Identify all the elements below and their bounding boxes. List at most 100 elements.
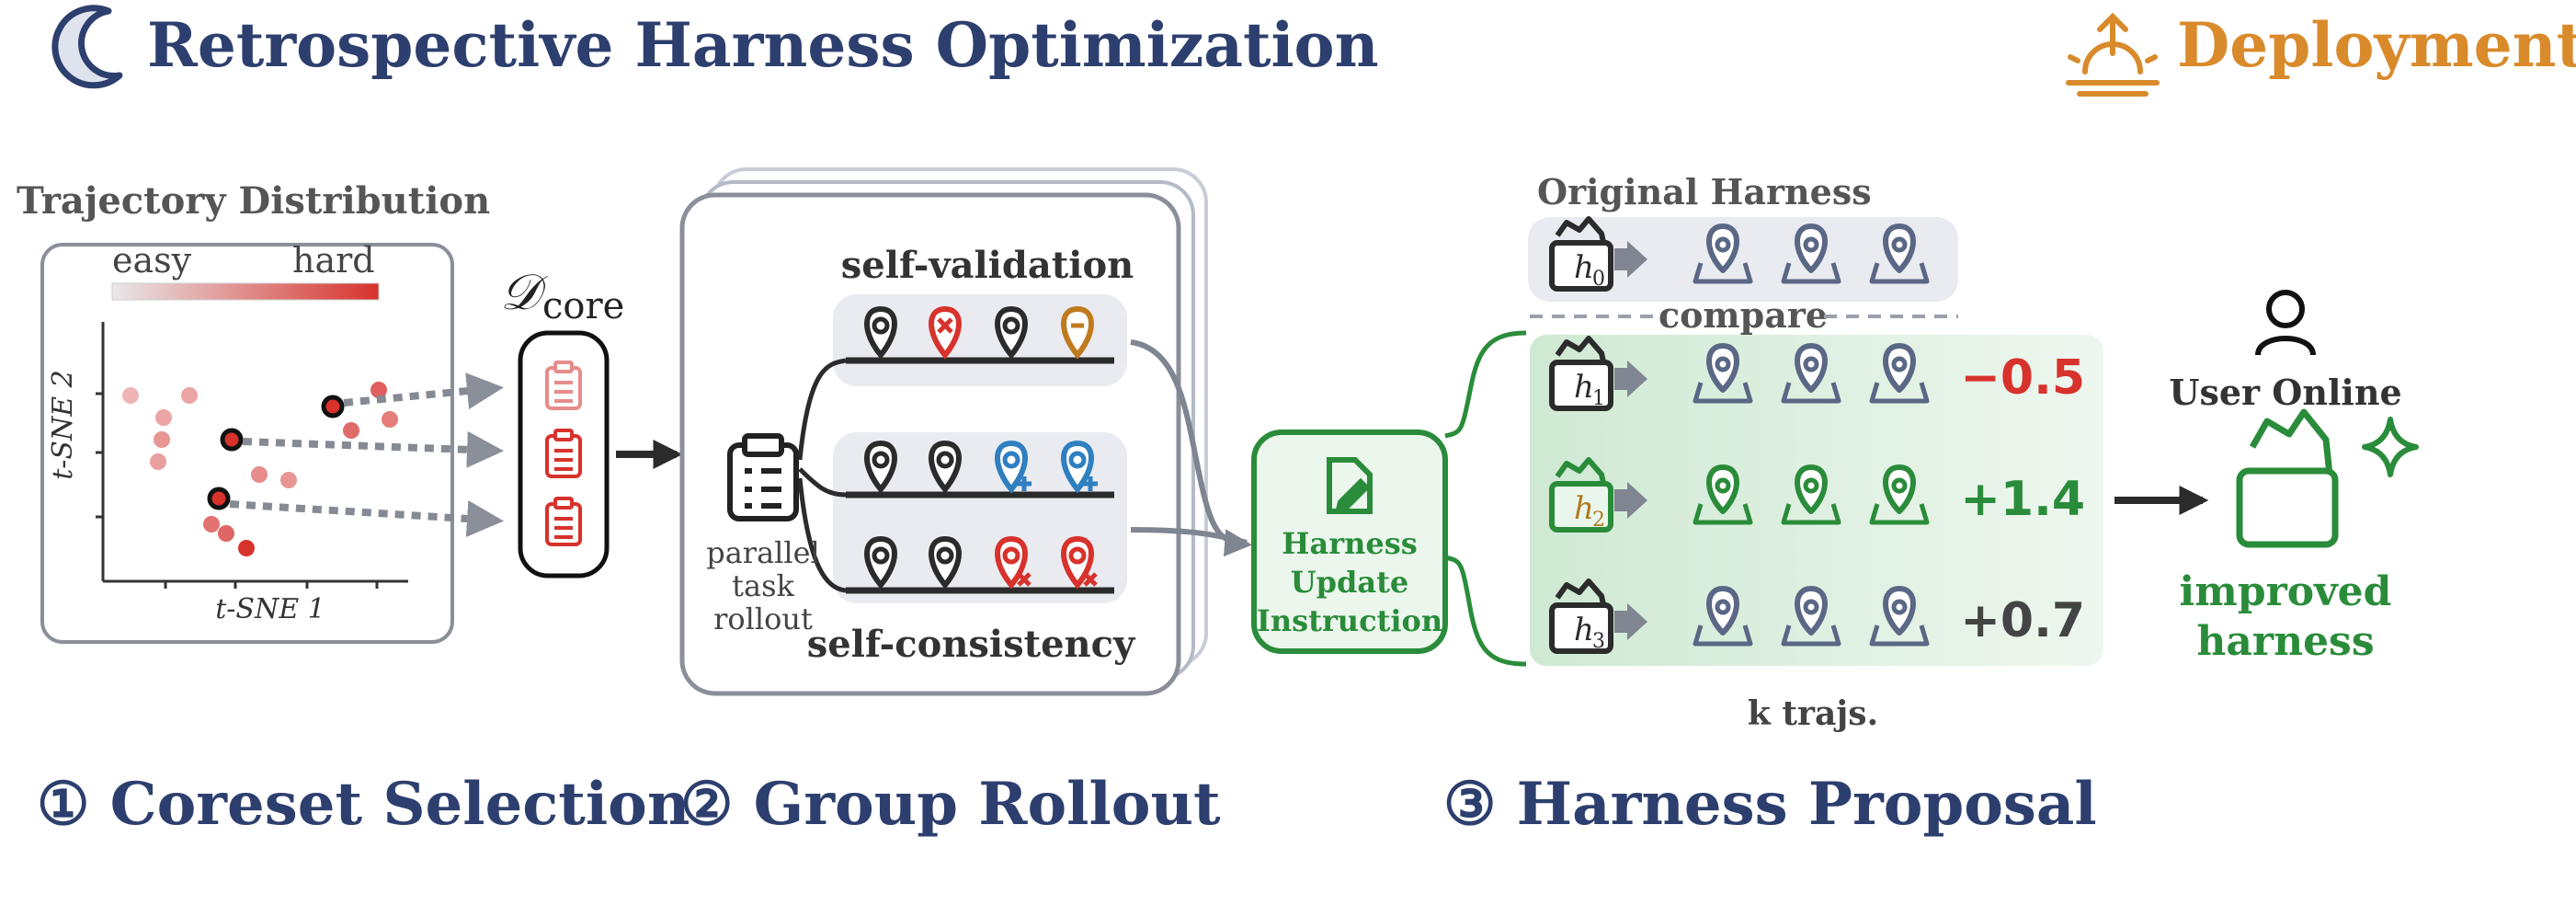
harness-subscript: 1 [1592, 387, 1605, 410]
selected-point [321, 395, 345, 418]
scatter-point [154, 431, 170, 448]
arrow-icon [1614, 361, 1647, 397]
harness-score: −0.5 [1960, 350, 2085, 406]
scatter-points [122, 382, 398, 556]
step-2-label: ② Group Rollout [680, 770, 1221, 839]
harness-basket-icon [1549, 457, 1613, 533]
step-3-label: ③ Harness Proposal [1443, 770, 2097, 839]
scatter-axes [96, 322, 408, 589]
y-axis-label: t-SNE 2 [47, 370, 79, 480]
step-1-label: ① Coreset Selection [37, 770, 690, 839]
map-pin-icon [1781, 343, 1841, 404]
scatter-point [382, 411, 398, 428]
harness-basket-icon [1549, 216, 1613, 292]
consistency-group [833, 432, 1127, 603]
improved-line-1: improved [2180, 568, 2392, 615]
improved-harness-icon [2236, 408, 2339, 548]
arrow-icon [1614, 241, 1647, 278]
add-pin-icon [1061, 440, 1098, 494]
scatter-point [343, 422, 359, 439]
sparkle-icon [2362, 417, 2419, 477]
rollout-to-update-arrows [1130, 339, 1252, 557]
deployment-title: Deployment [2177, 9, 2576, 81]
harness-row: h1−0.5 [1549, 336, 2085, 411]
map-pin-icon [1869, 586, 1930, 647]
update-line-3: Instruction [1257, 603, 1442, 638]
location-pin-icon [929, 535, 962, 590]
scatter-point [218, 525, 234, 542]
scatter-point [155, 409, 172, 426]
harness-basket-icon [1549, 336, 1613, 411]
map-pin-icon [1869, 343, 1930, 404]
task-label-line-2: task [732, 568, 794, 603]
x-axis-label: t-SNE 1 [215, 593, 325, 625]
remove-pin-icon [995, 535, 1032, 590]
harness-score: +1.4 [1960, 472, 2085, 527]
scatter-point [150, 453, 166, 470]
update-line-2: Update [1291, 565, 1409, 600]
self-consistency-label: self-consistency [807, 623, 1136, 666]
harness-row: h3+0.7 [1549, 579, 2085, 654]
remove-pin-icon [1061, 535, 1098, 590]
coreset-container [518, 330, 610, 579]
harness-row: h2 +1.4 [1549, 457, 2085, 533]
scatter-point [203, 516, 220, 533]
harness-symbol: h [1574, 249, 1594, 286]
map-pin-icon [1693, 586, 1753, 647]
harness-update-instruction-box [1251, 430, 1448, 654]
harness-basket-icon [1549, 579, 1613, 654]
harness-subscript: 2 [1592, 509, 1605, 532]
trajectory-distribution-title: Trajectory Distribution [17, 179, 490, 223]
arrow-icon [1614, 603, 1647, 640]
location-pin-icon [864, 305, 897, 360]
sunrise-icon [2066, 12, 2160, 97]
user-icon [2255, 290, 2316, 356]
original-harness-row [1528, 217, 1958, 302]
harness-symbol: h [1574, 490, 1594, 527]
task-label-line-1: parallel [706, 535, 820, 570]
main-title: Retrospective Harness Optimization [147, 9, 1379, 81]
map-pin-icon [1869, 223, 1930, 284]
difficulty-colorbar [111, 282, 380, 301]
map-pin-icon [1693, 223, 1753, 284]
selected-point [207, 487, 231, 510]
harness-row: h0 [1549, 216, 1930, 292]
self-validation-label: self-validation [841, 244, 1134, 287]
map-pin-icon [1781, 464, 1841, 525]
map-pin-icon [1869, 464, 1930, 525]
original-harness-label: Original Harness [1537, 171, 1872, 212]
update-line-1: Harness [1282, 526, 1417, 561]
improved-line-2: harness [2196, 618, 2374, 665]
harness-score: +0.7 [1960, 593, 2085, 648]
scatter-point [238, 540, 255, 556]
clipboard-icon [545, 429, 582, 478]
clipboard-icon [545, 497, 582, 546]
edit-document-icon [1327, 457, 1373, 514]
neutral-pin-icon [1061, 305, 1094, 360]
add-pin-icon [995, 440, 1032, 494]
scatter-point [370, 382, 387, 398]
map-pin-icon [1693, 464, 1753, 525]
harness-subscript: 0 [1592, 268, 1605, 291]
location-pin-icon [864, 535, 897, 590]
map-pin-icon [1693, 343, 1753, 404]
task-clipboard-icon [727, 433, 799, 521]
map-pin-icon [1781, 586, 1841, 647]
scatter-point [122, 387, 139, 404]
dcore-subscript: core [542, 285, 624, 327]
scatter-point [251, 466, 268, 483]
green-brace [1444, 330, 1527, 667]
dcore-symbol: 𝒟 [500, 263, 548, 321]
harness-symbol: h [1574, 612, 1594, 648]
clipboard-icon [545, 361, 582, 410]
trajectory-brace [797, 358, 847, 593]
arrow-icon [1614, 482, 1647, 519]
location-pin-icon [864, 440, 897, 494]
location-pin-icon [995, 305, 1028, 360]
moon-icon [51, 5, 123, 89]
hard-label: hard [292, 240, 375, 281]
task-label-line-3: rollout [713, 601, 813, 636]
scatter-point [280, 472, 297, 488]
